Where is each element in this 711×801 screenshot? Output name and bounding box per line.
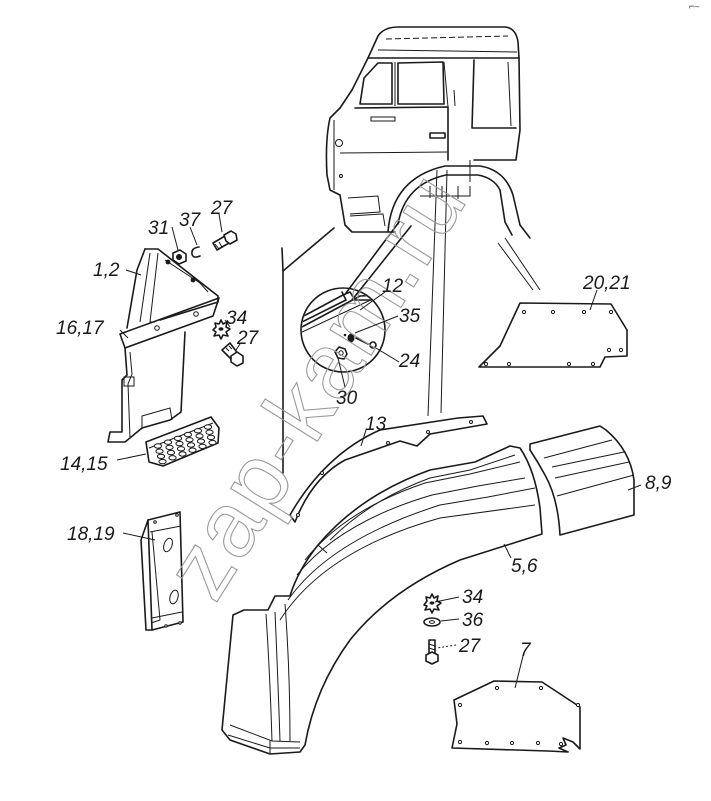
step-hole xyxy=(196,438,206,444)
mounting-hole xyxy=(535,740,541,746)
part-bracket-1-2 xyxy=(126,248,219,329)
mounting-hole xyxy=(608,309,614,315)
mounting-hole xyxy=(606,347,612,353)
step-hole xyxy=(168,455,177,461)
callout-37: 37 xyxy=(179,210,202,231)
step-hole xyxy=(198,443,207,450)
callout-36: 36 xyxy=(462,610,484,631)
callout-8-9: 8,9 xyxy=(645,473,672,494)
mounting-hole xyxy=(494,685,500,691)
part-fender-bracket-13 xyxy=(289,415,488,523)
step-hole xyxy=(173,435,183,442)
fastener-clip-37 xyxy=(191,246,201,258)
leader-lines xyxy=(281,169,541,474)
mounting-hole xyxy=(590,361,596,367)
part-mudflap-20-21 xyxy=(478,302,628,368)
callout-27-top: 27 xyxy=(210,198,234,219)
mounting-hole xyxy=(457,702,463,708)
step-hole xyxy=(176,446,186,452)
step-hole xyxy=(153,443,163,449)
cab-illustration xyxy=(325,26,531,239)
mounting-hole xyxy=(575,702,581,708)
step-hole xyxy=(203,424,213,430)
step-hole xyxy=(166,449,176,456)
callout-12: 12 xyxy=(382,276,404,297)
step-hole xyxy=(158,458,167,465)
mounting-hole xyxy=(521,309,527,315)
corner-mark: ⌐– xyxy=(689,1,699,11)
fastener-bolt-27b xyxy=(221,342,244,367)
step-hole xyxy=(188,447,197,453)
fastener-washer-34a xyxy=(212,319,231,340)
door-handle-slot xyxy=(370,116,396,122)
callout-34-bottom: 34 xyxy=(462,587,483,608)
step-hole xyxy=(155,448,164,454)
part-step-14-15 xyxy=(145,416,220,467)
step-hole xyxy=(206,434,216,441)
headlight xyxy=(335,139,343,147)
callout-31: 31 xyxy=(148,218,169,239)
step-hole xyxy=(205,429,214,435)
step-hole xyxy=(185,437,194,443)
callout-18-19: 18,19 xyxy=(67,524,115,545)
step-hole xyxy=(183,431,193,438)
fastener-washer-34b xyxy=(423,593,442,614)
mounting-hole xyxy=(483,361,489,367)
step-hole xyxy=(156,453,166,460)
step-hole xyxy=(208,439,217,446)
step-hole xyxy=(165,444,174,451)
callout-20-21: 20,21 xyxy=(582,273,631,294)
step-hole xyxy=(195,433,204,439)
callout-leaders xyxy=(116,213,642,689)
callout-13: 13 xyxy=(365,414,387,435)
callout-24: 24 xyxy=(398,351,420,372)
mounting-hole xyxy=(484,740,490,746)
fastener-bolt-27a xyxy=(212,230,238,251)
mounting-hole xyxy=(566,361,572,367)
step-hole xyxy=(193,428,203,434)
callout-14-15: 14,15 xyxy=(60,454,108,475)
callout-27-bottom: 27 xyxy=(458,636,482,657)
detail-circle-mounting xyxy=(300,287,386,373)
part-bracket-18-19 xyxy=(140,511,184,631)
callout-16-17: 16,17 xyxy=(56,318,105,339)
step-hole xyxy=(175,440,184,447)
step-hole xyxy=(163,439,173,445)
mounting-hole xyxy=(558,741,564,747)
step-hole xyxy=(186,442,196,448)
step-hole xyxy=(178,451,187,457)
mounting-hole xyxy=(509,740,515,746)
callout-5-6: 5,6 xyxy=(511,556,538,577)
fastener-nut-31 xyxy=(172,249,187,265)
part-mudflap-7 xyxy=(451,680,581,753)
part-fender-5-6 xyxy=(221,445,543,755)
callout-35: 35 xyxy=(399,306,421,327)
fastener-washer-36 xyxy=(423,617,441,627)
callout-labels: 27 37 31 1,2 16,17 34 27 14,15 18,19 12 … xyxy=(56,198,672,661)
mounting-hole xyxy=(581,309,587,315)
mounting-hole xyxy=(457,739,463,745)
mounting-hole xyxy=(550,309,556,315)
mounting-hole xyxy=(618,347,624,353)
callout-1-2: 1,2 xyxy=(93,260,120,281)
callout-34-left: 34 xyxy=(226,308,247,329)
callout-30: 30 xyxy=(336,388,358,409)
mounting-hole xyxy=(506,361,512,367)
fastener-bolt-27c xyxy=(425,639,439,665)
callout-27-left: 27 xyxy=(236,328,260,349)
part-fender-extension-8-9 xyxy=(529,425,635,536)
part-bracket-16-17 xyxy=(107,297,220,443)
mounting-hole xyxy=(538,685,544,691)
callout-7: 7 xyxy=(520,640,532,661)
